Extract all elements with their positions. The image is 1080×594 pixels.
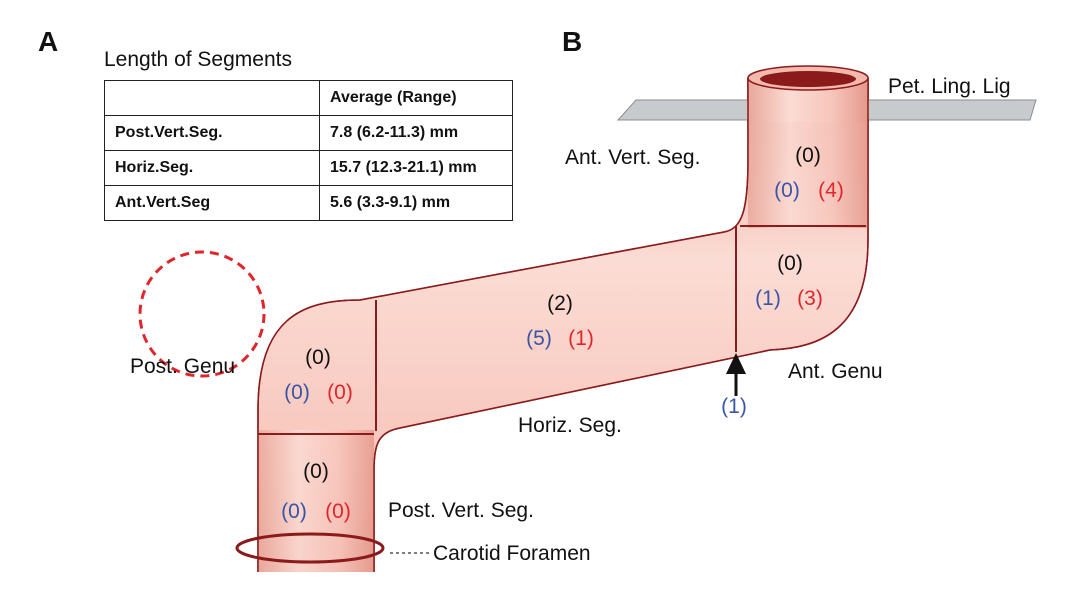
count-ant-vert-blue: (0) [774, 179, 800, 202]
count-horiz-red: (1) [568, 327, 594, 350]
count-post-vert-red: (0) [325, 500, 351, 523]
count-post-vert-blue: (0) [281, 500, 307, 523]
count-horiz-black: (2) [547, 292, 573, 315]
count-ant-vert-black: (0) [795, 144, 821, 167]
count-ant-vert-red: (4) [818, 179, 844, 202]
segment-length-table: Average (Range) Post.Vert.Seg. 7.8 (6.2-… [104, 80, 513, 221]
table-title: Length of Segments [104, 48, 292, 71]
table-cell-value: 7.8 (6.2-11.3) mm [319, 115, 513, 151]
dashed-highlight-circle [138, 250, 266, 378]
carotid-foramen-ring [235, 532, 385, 564]
count-ant-genu-black: (0) [777, 252, 803, 275]
panel-label-a: A [38, 26, 59, 57]
label-pet-ling-lig: Pet. Ling. Lig [888, 75, 1011, 98]
count-ant-genu-blue: (1) [755, 287, 781, 310]
table-cell-segment: Horiz.Seg. [104, 150, 320, 186]
label-carotid-foramen: Carotid Foramen [433, 542, 591, 565]
post-vert-shading [258, 430, 374, 572]
label-post-genu: Post. Genu [130, 355, 235, 378]
table-row: Ant.Vert.Seg 5.6 (3.3-9.1) mm [104, 185, 513, 221]
count-post-genu-blue: (0) [284, 381, 310, 404]
panel-label-b: B [562, 26, 583, 57]
count-arrow-blue: (1) [721, 395, 747, 418]
label-ant-vert-seg: Ant. Vert. Seg. [565, 146, 700, 169]
label-post-vert-seg: Post. Vert. Seg. [388, 499, 534, 522]
count-post-vert-black: (0) [303, 460, 329, 483]
vessel-lumen [760, 71, 856, 87]
vessel-body [257, 77, 869, 572]
label-horiz-seg: Horiz. Seg. [518, 414, 622, 437]
table-header-cell [104, 80, 320, 116]
count-post-genu-black: (0) [305, 346, 331, 369]
count-horiz-blue: (5) [526, 327, 552, 350]
label-ant-genu: Ant. Genu [788, 360, 883, 383]
arrow-up-icon [726, 353, 746, 374]
count-ant-genu-red: (3) [797, 287, 823, 310]
table-row: Post.Vert.Seg. 7.8 (6.2-11.3) mm [104, 115, 513, 151]
vessel-outline [257, 78, 869, 572]
table-cell-value: 5.6 (3.3-9.1) mm [319, 185, 513, 221]
table-cell-segment: Ant.Vert.Seg [104, 185, 320, 221]
count-post-genu-red: (0) [327, 381, 353, 404]
table-row: Horiz.Seg. 15.7 (12.3-21.1) mm [104, 150, 513, 186]
table-cell-value: 15.7 (12.3-21.1) mm [319, 150, 513, 186]
